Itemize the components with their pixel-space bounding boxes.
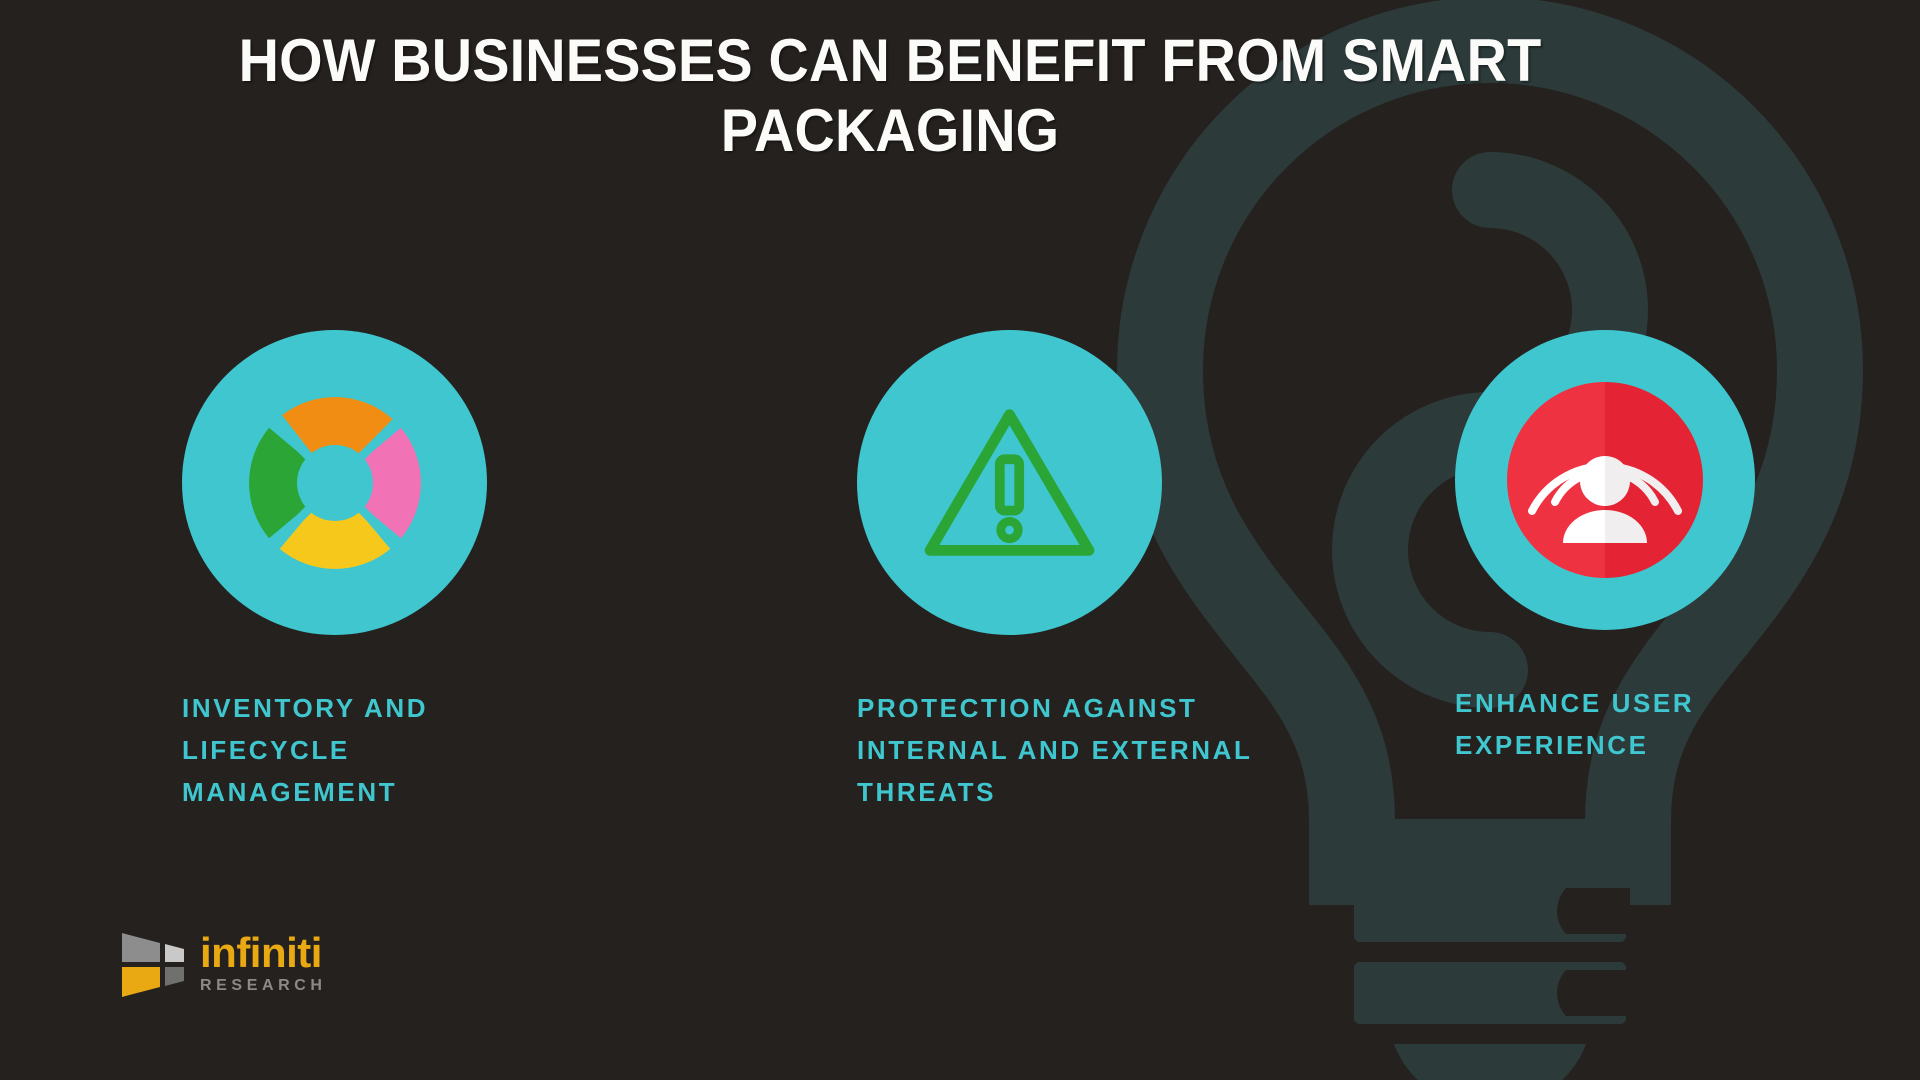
benefit-label-2: PROTECTION AGAINST INTERNAL AND EXTERNAL… bbox=[857, 693, 1253, 808]
lifecycle-donut-chart-icon bbox=[248, 396, 421, 569]
infiniti-logo-mark-icon bbox=[122, 933, 184, 997]
logo-wordmark: infiniti RESEARCH bbox=[200, 929, 327, 994]
benefit-column-protection: PROTECTION AGAINST INTERNAL AND EXTERNAL… bbox=[857, 330, 1249, 813]
benefit-column-inventory: INVENTORY AND LIFECYCLE MANAGEMENT bbox=[182, 330, 512, 813]
infiniti-research-logo[interactable]: infiniti RESEARCH bbox=[120, 925, 327, 1003]
donut-segment-green bbox=[248, 427, 335, 538]
logo-word: infiniti bbox=[200, 929, 322, 977]
user-head bbox=[1580, 456, 1630, 506]
user-broadcast-icon bbox=[1507, 382, 1703, 578]
donut-segment-yellow bbox=[279, 482, 390, 569]
logo-subtitle: RESEARCH bbox=[200, 976, 327, 994]
benefit-icon-badge-1 bbox=[182, 330, 487, 635]
donut-segment-pink bbox=[334, 427, 421, 538]
benefit-label-1: INVENTORY AND LIFECYCLE MANAGEMENT bbox=[182, 693, 429, 808]
benefit-icon-badge-3 bbox=[1455, 330, 1755, 630]
donut-segment-orange bbox=[281, 396, 393, 483]
page-title: HOW BUSINESSES CAN BENEFIT FROM SMART PA… bbox=[238, 27, 1542, 164]
warning-exclamation-dot bbox=[996, 516, 1023, 543]
benefit-label-3: ENHANCE USER EXPERIENCE bbox=[1455, 688, 1695, 761]
benefit-icon-badge-2 bbox=[857, 330, 1162, 635]
warning-exclamation-bar bbox=[994, 453, 1025, 515]
donut-hub bbox=[296, 444, 373, 521]
warning-triangle-outline bbox=[924, 408, 1095, 556]
benefits-row: INVENTORY AND LIFECYCLE MANAGEMENT PROTE… bbox=[0, 330, 1920, 890]
warning-triangle-icon bbox=[924, 408, 1095, 556]
benefit-column-experience: ENHANCE USER EXPERIENCE bbox=[1455, 330, 1785, 766]
